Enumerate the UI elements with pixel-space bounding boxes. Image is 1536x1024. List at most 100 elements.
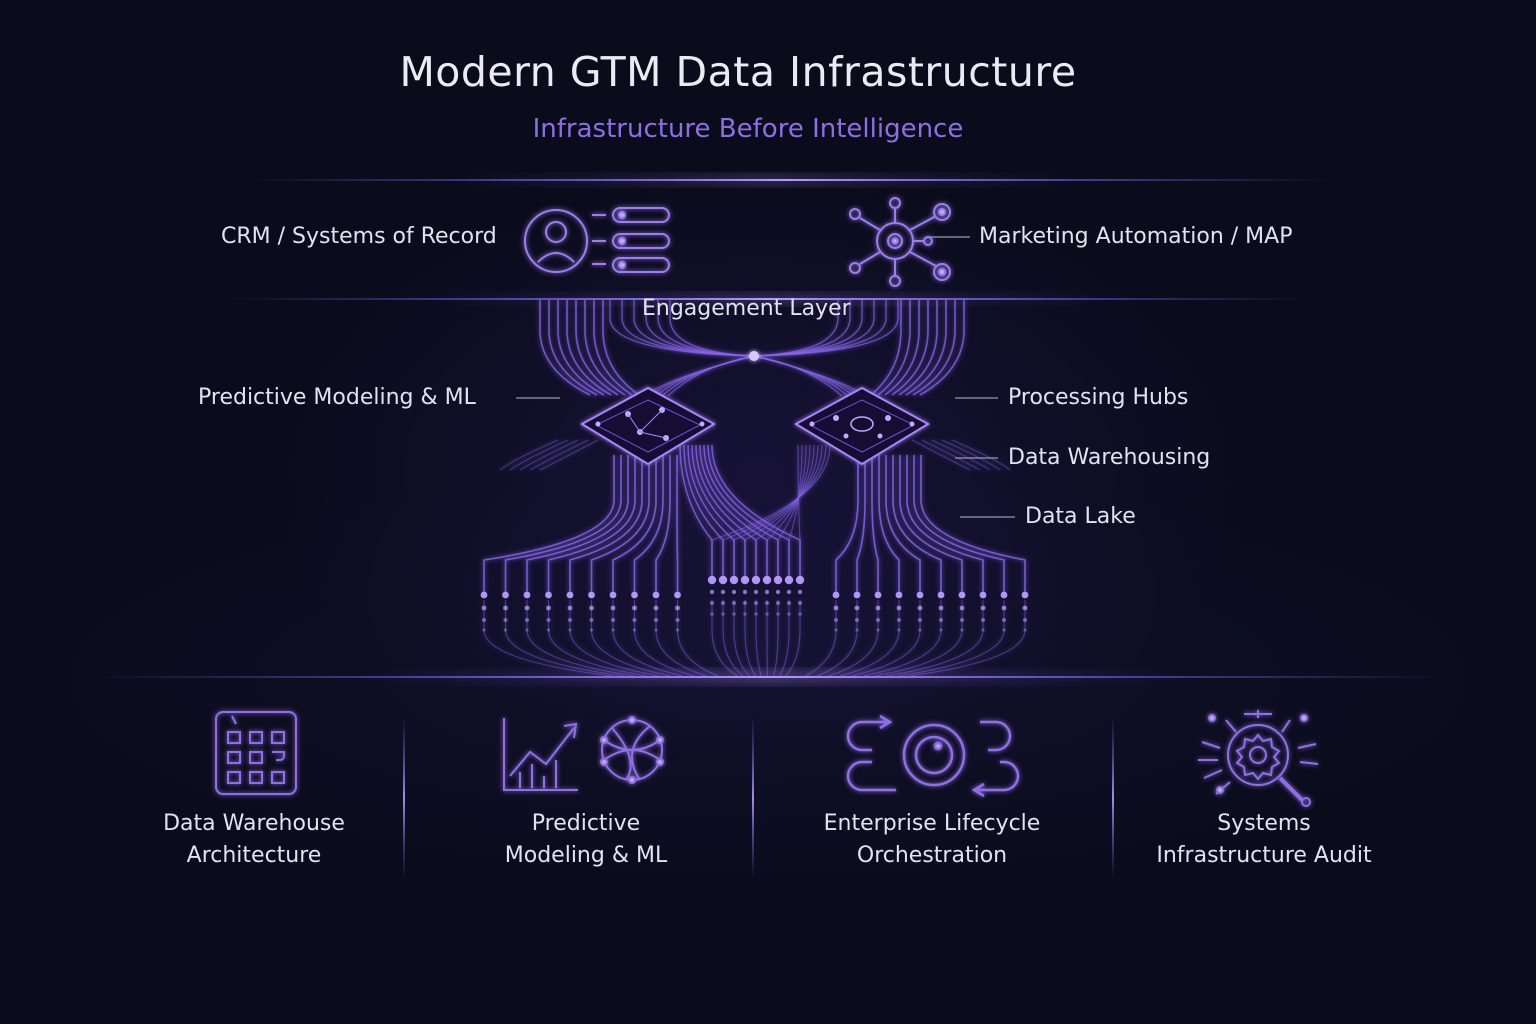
data-node-dot — [524, 605, 530, 611]
junction-to-right-hub-line — [753, 355, 861, 397]
data-node-dot — [589, 605, 594, 611]
data-node-dot — [797, 589, 803, 595]
data-node-dot — [784, 575, 794, 585]
center-column-line — [699, 444, 768, 580]
data-node-dot — [773, 575, 783, 585]
data-node-dot — [718, 575, 728, 585]
left-hub-outflow-line — [569, 455, 643, 595]
data-node-dot — [567, 605, 573, 611]
data-node-dot — [568, 628, 572, 632]
base-connector-line — [590, 600, 672, 677]
junction-to-left-hub-line — [655, 355, 755, 397]
data-node-dot — [753, 589, 759, 595]
data-node-dot — [798, 612, 802, 616]
data-node-dot — [502, 591, 509, 599]
base-connector-line — [805, 600, 837, 677]
center-column-line — [691, 444, 746, 580]
capability-line-1: Predictive — [531, 811, 641, 836]
lifecycle-loop-icon — [846, 714, 1020, 798]
top-divider-line — [250, 176, 1330, 184]
base-connector-line — [863, 600, 942, 677]
left-processing-hub — [579, 386, 717, 466]
engagement-to-left-hub-line — [539, 300, 591, 396]
data-node-dot — [611, 628, 615, 632]
data-node-dot — [523, 591, 531, 599]
page-title: Modern GTM Data Infrastructure — [399, 48, 1077, 96]
base-connector-line — [526, 600, 636, 677]
data-node-dot — [981, 628, 985, 632]
data-node-dot — [525, 628, 529, 632]
data-node-dot — [754, 601, 758, 605]
right-hub-outflow-line — [906, 455, 984, 595]
engagement-to-right-hub-line — [912, 300, 956, 396]
data-node-dot — [588, 591, 595, 599]
data-node-dot — [1023, 628, 1027, 632]
left-hub-side-arc — [499, 439, 559, 471]
base-connector-line — [897, 600, 1005, 677]
left-hub-outflow-line — [504, 455, 622, 595]
data-node-dot — [1000, 591, 1008, 599]
data-node-dot — [632, 618, 637, 622]
data-node-dot — [897, 618, 901, 622]
data-node-dot — [853, 591, 861, 599]
right-hub-outflow-line — [892, 455, 942, 595]
data-node-dot — [765, 612, 769, 616]
center-column-line — [711, 444, 801, 580]
data-node-dot — [710, 601, 714, 605]
separator-3 — [1112, 715, 1114, 880]
data-node-dot — [654, 618, 658, 622]
separator-1 — [403, 715, 405, 880]
data-node-dot — [765, 601, 769, 605]
data-node-dot — [503, 605, 508, 611]
data-node-dot — [1022, 605, 1028, 611]
capability-line-1: Data Warehouse — [163, 811, 345, 836]
data-node-dot — [631, 591, 638, 599]
engagement-to-left-hub-line — [557, 300, 605, 396]
left-hub-outflow-line — [547, 455, 636, 595]
data-node-dot — [787, 612, 791, 616]
audit-gear-icon — [1198, 710, 1319, 807]
data-node-dot — [525, 618, 529, 622]
data-node-dot — [876, 628, 880, 632]
data-node-dot — [732, 612, 736, 616]
data-node-dot — [707, 575, 717, 585]
data-node-dot — [740, 575, 750, 585]
left-hub-outflow-line — [676, 455, 679, 595]
engagement-layer-label: Engagement Layer — [642, 296, 851, 321]
data-node-dot — [653, 605, 659, 611]
data-node-dot — [675, 618, 680, 622]
data-node-dot — [937, 591, 945, 599]
data-node-dot — [566, 591, 574, 599]
data-node-dot — [754, 612, 758, 616]
data-node-dot — [610, 605, 616, 611]
left-hub-side-arc — [529, 439, 589, 471]
data-node-dot — [729, 575, 739, 585]
data-node-dot — [675, 628, 680, 632]
engagement-to-right-hub-line — [905, 300, 947, 396]
base-connector-line — [733, 600, 750, 677]
base-connector-line — [504, 600, 624, 677]
left-hub-side-arc — [539, 439, 599, 471]
right-hub-outflow-line — [920, 455, 1026, 595]
data-node-dot — [611, 618, 615, 622]
data-node-dot — [743, 601, 747, 605]
data-node-dot — [896, 605, 902, 611]
data-node-dot — [834, 628, 838, 632]
data-node-dot — [960, 628, 964, 632]
data-node-dots — [480, 575, 1029, 632]
engagement-to-right-hub-line — [884, 300, 920, 396]
capability-line-2: Orchestration — [856, 843, 1008, 868]
data-node-dot — [959, 605, 965, 611]
left-hub-outflow-line — [655, 455, 671, 595]
engagement-to-left-hub-line — [593, 300, 633, 396]
capability-line-1: Systems — [1217, 811, 1311, 836]
crm-person-icon — [524, 207, 670, 273]
base-connector-line — [633, 600, 695, 677]
capability-line-1: Enterprise Lifecycle — [823, 811, 1041, 836]
junction-feed-line-right — [753, 300, 839, 357]
data-node-dot — [855, 628, 859, 632]
data-node-dot — [1001, 605, 1007, 611]
right-hub-outflow-line — [885, 455, 921, 595]
base-connector-line — [676, 600, 719, 677]
marketing-network-icon — [849, 197, 951, 287]
